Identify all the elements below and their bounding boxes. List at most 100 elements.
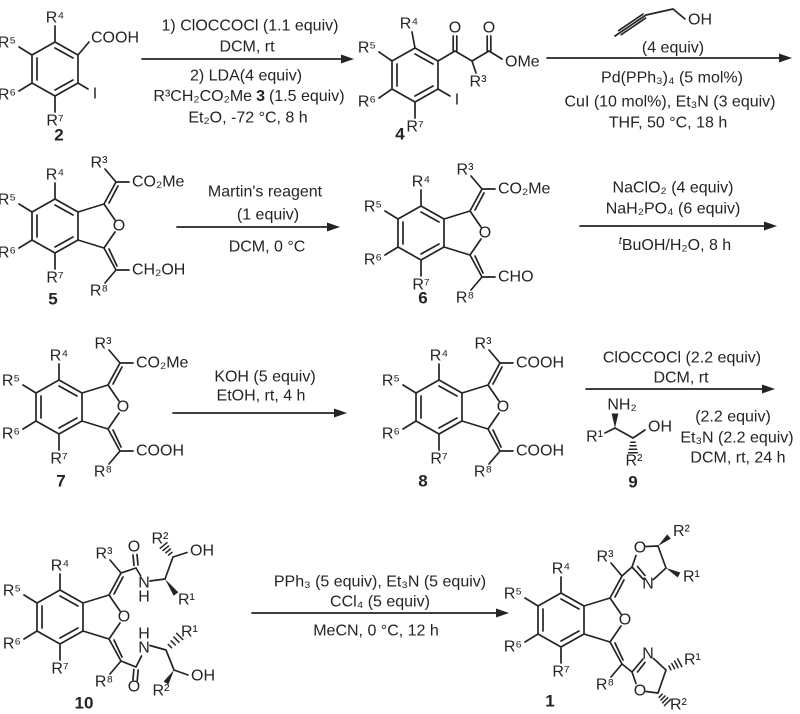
substituent-label-r2: R²: [673, 523, 691, 540]
group-label-cho: CHO: [498, 269, 534, 286]
skeleton-bonds: [384, 175, 496, 291]
substituent-label-r2: R²: [670, 697, 688, 714]
top-oxazoline-bonds: [621, 545, 667, 581]
condition-text: (1 equiv): [237, 207, 299, 224]
atom-label-o: O: [128, 539, 140, 556]
compound-9-structure: NH₂ R¹ OH R² 9: [586, 397, 672, 492]
arrow-head: [334, 408, 347, 418]
condition-text: (4 equiv): [642, 40, 704, 57]
substituent-label-r7: R⁷: [51, 661, 69, 678]
condition-text: DCM, rt: [653, 370, 709, 387]
substituent-label-r7: R⁷: [406, 119, 424, 136]
substituent-label-r6: R⁶: [358, 94, 376, 111]
atom-label-o: O: [113, 218, 125, 235]
compound-5-structure: R⁴ R⁵ R⁶ R⁷ O R³ R⁸ CO₂Me CH₂OH 5: [0, 155, 185, 309]
wedge-bond-nh2: [611, 413, 619, 428]
substituent-label-r7: R⁷: [430, 451, 448, 468]
condition-text: THF, 50 °C, 18 h: [609, 115, 727, 132]
substituent-label-r2: R²: [626, 453, 644, 470]
bottom-oxazoline-bonds: [621, 657, 667, 694]
step4-arrow-conditions: NaClO₂ (4 equiv) NaH₂PO₄ (6 equiv) tBuOH…: [579, 180, 777, 254]
substituent-label-r2: R²: [152, 531, 170, 548]
substituent-label-r2: R²: [153, 683, 171, 700]
substituent-label-r1: R¹: [683, 569, 700, 586]
atom-label-n: N: [642, 576, 654, 593]
atom-label-o: O: [117, 399, 129, 416]
substituent-label-r3: R³: [597, 549, 615, 566]
substituent-label-r5: R⁵: [0, 192, 16, 209]
group-label-co2me: CO₂Me: [498, 181, 551, 198]
atom-label-iodine: I: [93, 86, 97, 103]
group-label-cooh: COOH: [516, 443, 564, 460]
compound-6-structure: R⁴ R⁵ R⁶ R⁷ O R³ R⁸ CO₂Me CHO 6: [364, 162, 551, 308]
arrow-head: [779, 53, 792, 63]
compound-number: 9: [628, 473, 637, 492]
skeleton-bonds: [402, 349, 514, 465]
atom-label-o: O: [128, 679, 140, 696]
substituent-label-r4: R⁴: [552, 561, 571, 578]
atom-label-o: O: [497, 399, 509, 416]
atom-label-o: O: [619, 612, 631, 629]
condition-text: Et₃N (2.2 equiv): [680, 430, 793, 447]
substituent-label-r5: R⁵: [382, 373, 400, 390]
skeleton-bonds: [18, 168, 130, 284]
skeleton-bonds: [378, 31, 503, 119]
substituent-label-r4: R⁴: [430, 348, 449, 365]
substituent-label-r5: R⁵: [0, 35, 16, 52]
condition-text: Martin's reagent: [208, 184, 323, 201]
condition-text: EtOH, rt, 4 h: [217, 388, 306, 405]
atom-label-o: O: [483, 20, 495, 37]
compound-number: 4: [395, 125, 405, 144]
substituent-label-r7: R⁷: [50, 451, 68, 468]
substituent-label-r6: R⁶: [3, 636, 21, 653]
group-label-co2me: CO₂Me: [136, 355, 189, 372]
group-label-oh: OH: [190, 543, 214, 560]
group-label-oh: OH: [648, 419, 672, 436]
substituent-label-r7: R⁷: [46, 113, 64, 130]
condition-text: 1) ClOCCOCl (1.1 equiv): [162, 18, 339, 35]
group-label-co2me: CO₂Me: [132, 174, 185, 191]
group-label-cooh: COOH: [91, 30, 139, 47]
condition-text: Pd(PPh₃)₄ (5 mol%): [601, 70, 743, 87]
group-label-ome: OMe: [505, 54, 540, 71]
atom-label-iodine: I: [455, 92, 459, 109]
skeleton-bonds: [604, 427, 646, 439]
atom-label-o: O: [449, 20, 461, 37]
substituent-label-r3: R³: [95, 336, 113, 353]
condition-text: DCM, 0 °C: [229, 239, 306, 256]
compound-number: 8: [418, 472, 427, 491]
step1-arrow-conditions: 1) ClOCCOCl (1.1 equiv) DCM, rt 2) LDA(4…: [141, 18, 354, 127]
substituent-label-r6: R⁶: [364, 252, 382, 269]
substituent-label-r8: R⁸: [90, 283, 108, 300]
substituent-label-r1: R¹: [684, 652, 701, 669]
condition-text: NaClO₂ (4 equiv): [613, 180, 734, 197]
group-label-oh: OH: [688, 12, 712, 29]
substituent-label-r5: R⁵: [364, 199, 382, 216]
substituent-label-r5: R⁵: [504, 586, 522, 603]
atom-label-o: O: [479, 225, 491, 242]
propargyl-alcohol-bonds: [614, 8, 686, 37]
substituent-label-r4: R⁴: [400, 16, 419, 33]
wedge-bond-r1: [165, 579, 179, 596]
atom-label-n: N: [138, 640, 150, 657]
atom-label-h: H: [138, 626, 150, 643]
step2-arrow-conditions: OH (4 equiv) Pd(PPh₃)₄ (5 mol%) CuI (10 …: [546, 8, 792, 132]
group-label-cooh: COOH: [136, 443, 184, 460]
group-label-cooh: COOH: [516, 355, 564, 372]
wedge-bond-r2: [163, 670, 174, 685]
top-arm-bonds: [120, 551, 188, 582]
substituent-label-r6: R⁶: [0, 87, 16, 104]
condition-text: KOH (5 equiv): [214, 369, 315, 386]
condition-text: DCM, rt, 24 h: [690, 450, 785, 467]
substituent-label-r5: R⁵: [3, 583, 21, 600]
substituent-label-r6: R⁶: [2, 426, 20, 443]
substituent-label-r6: R⁶: [382, 426, 400, 443]
hashed-bond-r2: [658, 693, 672, 707]
condition-text: ClOCCOCl (2.2 equiv): [603, 350, 761, 367]
arrow-head: [327, 222, 340, 232]
skeleton-bonds: [23, 559, 124, 675]
arrow-head: [496, 608, 509, 618]
substituent-label-r3: R³: [475, 336, 493, 353]
